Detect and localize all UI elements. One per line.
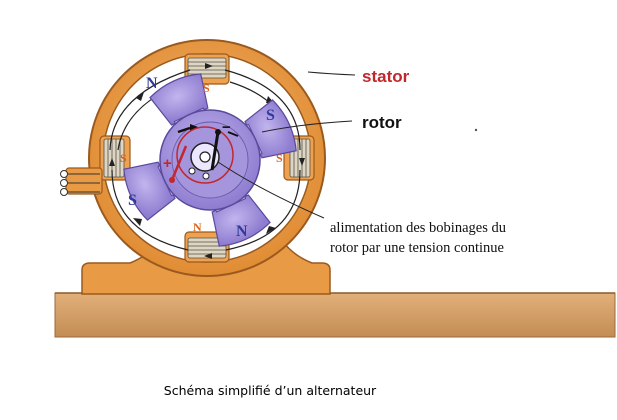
output-terminals [60,167,103,196]
terminal-1 [60,170,68,178]
stator-coil-bottom [187,237,227,259]
stator-coil-letter-left: S [120,151,127,165]
dot-mark [474,128,478,132]
rotor-pole-top-left: N [146,75,158,92]
rotor-pole-right: S [266,107,275,124]
rotor-pole-bottom: N [236,223,248,240]
minus-sign: − [222,119,231,136]
rotor-pole-left: S [128,192,137,209]
leader-lines [217,71,356,219]
brush-2 [202,172,210,180]
figure-caption: Schéma simplifié d’un alternateur [0,383,540,398]
terminal-3 [60,188,68,196]
plus-sign: + [163,155,172,172]
stator-coil-letter-right: S [276,151,283,165]
supply-label-line2: rotor par une tension continue [330,240,504,256]
dc-supply: + − [163,119,234,184]
figure-caption-text: Schéma simplifié d’un alternateur [163,383,377,398]
rotor-leader [261,120,353,133]
supply-leader [217,161,325,219]
supply-label-line1: alimentation des bobinages du [330,220,506,236]
stator-label: stator [362,67,410,86]
brush-1 [188,167,196,175]
terminal-2 [60,179,68,187]
stator-coil-letter-bottom: N [193,220,202,234]
stator-leader [307,71,356,76]
base-plate [54,292,616,338]
rotor-label: rotor [362,113,402,132]
stator-coil-left [103,138,125,178]
stator-coil-letter-top: S [203,81,210,95]
